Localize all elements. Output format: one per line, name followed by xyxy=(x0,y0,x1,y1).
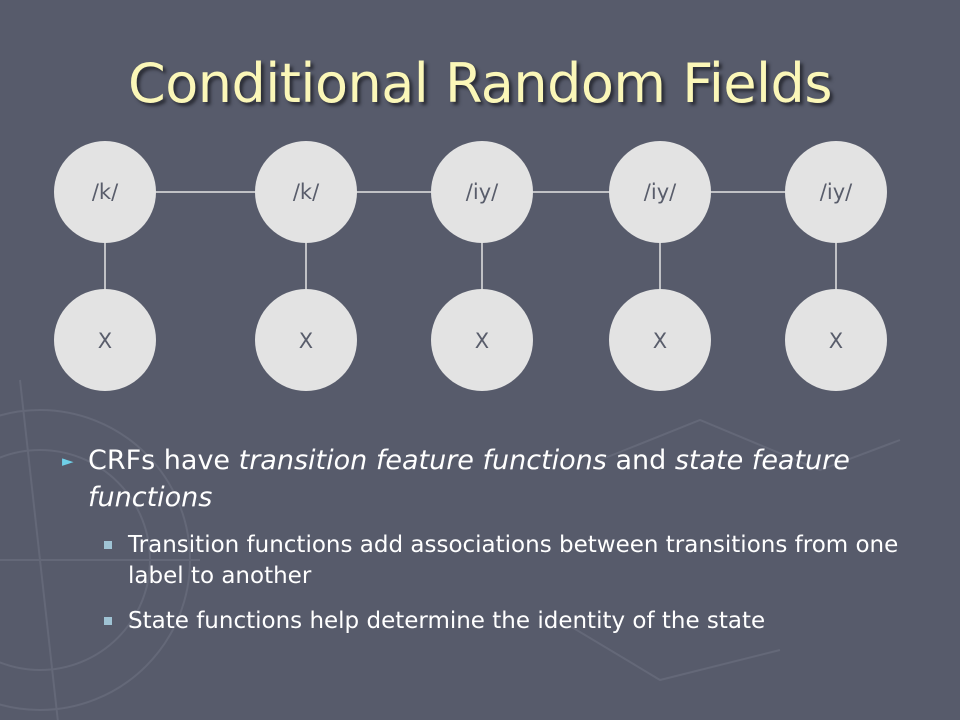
label-node-text: /iy/ xyxy=(644,180,677,204)
triangle-bullet-icon: ► xyxy=(62,452,74,470)
main-bullet-text: and xyxy=(606,445,675,476)
main-bullet-emphasis: state feature functions xyxy=(88,445,850,513)
observation-node xyxy=(54,289,156,391)
label-node xyxy=(785,141,887,243)
sub-bullet-text: Transition functions add associations be… xyxy=(128,532,899,589)
label-node xyxy=(255,141,357,243)
label-node xyxy=(609,141,711,243)
observation-node-text: X xyxy=(653,329,667,353)
label-node-text: /iy/ xyxy=(466,180,499,204)
observation-node xyxy=(785,289,887,391)
sub-bullet: Transition functions add associations be… xyxy=(62,530,922,592)
sub-bullet: State functions help determine the ident… xyxy=(62,606,922,637)
sub-bullet-list: Transition functions add associations be… xyxy=(62,530,922,637)
observation-node xyxy=(609,289,711,391)
sub-bullet-text: State functions help determine the ident… xyxy=(128,608,766,634)
observation-node xyxy=(255,289,357,391)
observation-node-text: X xyxy=(475,329,489,353)
observation-node-text: X xyxy=(829,329,843,353)
square-bullet-icon xyxy=(104,541,112,549)
label-node-text: /k/ xyxy=(92,180,119,204)
main-bullet-text: CRFs have xyxy=(88,445,239,476)
bullet-list: ► CRFs have transition feature functions… xyxy=(62,442,922,651)
label-node xyxy=(54,141,156,243)
square-bullet-icon xyxy=(104,617,112,625)
label-node-text: /iy/ xyxy=(820,180,853,204)
observation-node xyxy=(431,289,533,391)
label-node xyxy=(431,141,533,243)
slide-title: Conditional Random Fields xyxy=(128,52,832,115)
observation-node-text: X xyxy=(299,329,313,353)
main-bullet: ► CRFs have transition feature functions… xyxy=(62,442,922,516)
label-node-text: /k/ xyxy=(293,180,320,204)
observation-node-text: X xyxy=(98,329,112,353)
main-bullet-emphasis: transition feature functions xyxy=(238,445,607,476)
